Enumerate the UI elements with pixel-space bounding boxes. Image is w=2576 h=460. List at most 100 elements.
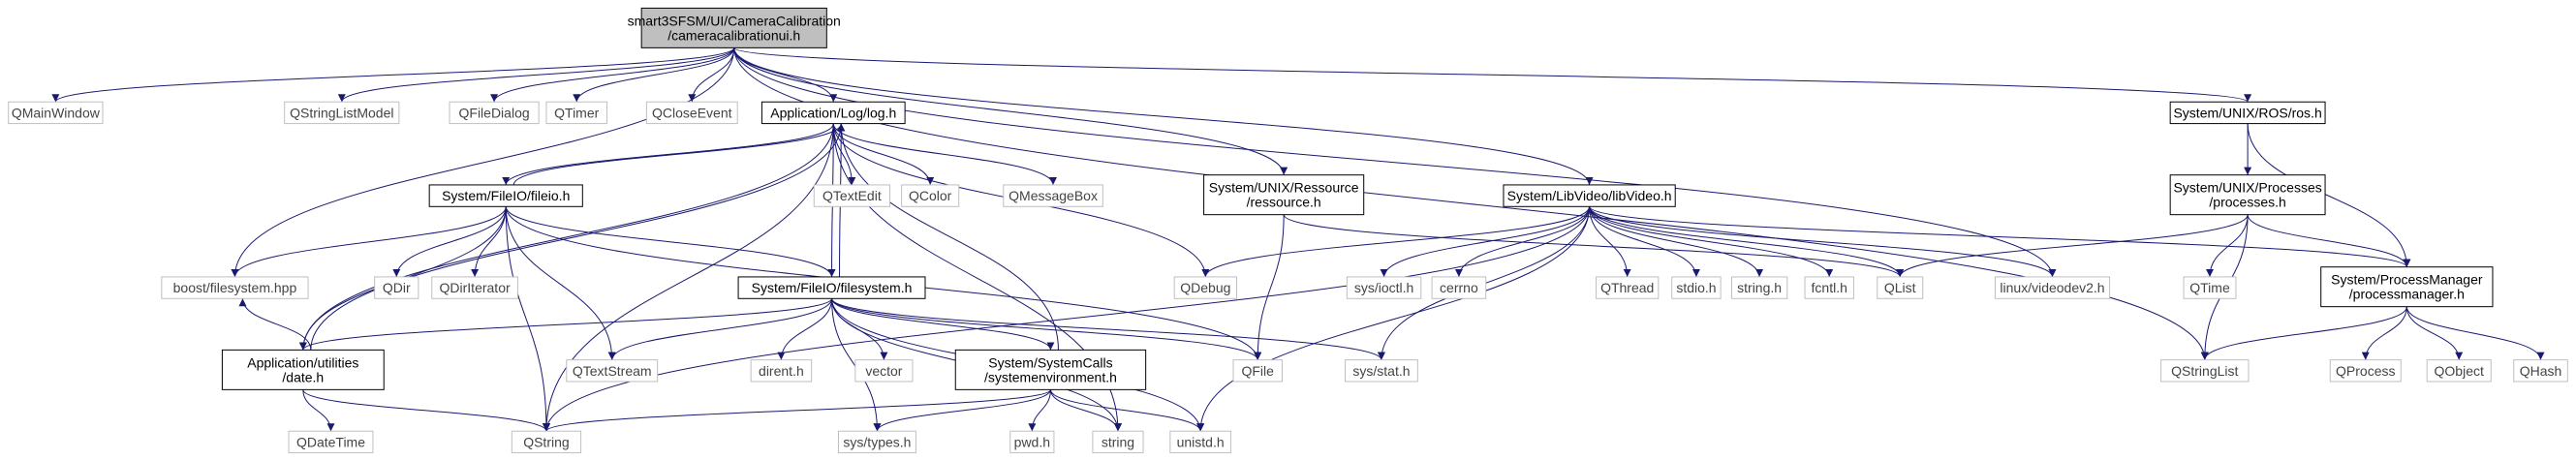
node-fcntl-h: fcntl.h xyxy=(1804,276,1854,299)
node-label: stdio.h xyxy=(1676,280,1716,295)
node-qdir: QDir xyxy=(374,276,419,299)
node-label: QCloseEvent xyxy=(652,105,732,120)
node-label: pwd.h xyxy=(1014,434,1050,449)
node-box xyxy=(511,430,582,454)
edge-processmanager-to-qobject xyxy=(2405,306,2464,360)
edge-log-to-fileio xyxy=(502,123,834,186)
node-box xyxy=(737,276,926,299)
node-system-fileio-filesystem-h[interactable]: System/FileIO/filesystem.h xyxy=(737,276,926,299)
node-qstring: QString xyxy=(511,430,582,454)
node-label: /ressource.h xyxy=(1247,195,1321,210)
node-label: QThread xyxy=(1600,280,1654,295)
node-qfiledialog: QFileDialog xyxy=(449,101,540,125)
node-label: System/FileIO/filesystem.h xyxy=(752,280,913,295)
node-box xyxy=(901,184,960,207)
node-box xyxy=(2169,101,2326,125)
node-box xyxy=(288,430,374,454)
edge-processmanager-to-qprocess xyxy=(2361,306,2407,360)
edge-libvideo-to-qstring xyxy=(543,206,1591,432)
node-box xyxy=(837,430,916,454)
edge-libvideo-to-sysioctl xyxy=(1380,206,1591,277)
node-label: Application/Log/log.h xyxy=(770,105,896,120)
node-label: sys/types.h xyxy=(843,434,911,449)
node-box xyxy=(760,101,906,125)
node-box xyxy=(221,349,385,390)
node-qdatetime: QDateTime xyxy=(288,430,374,454)
node-label: QFile xyxy=(1241,363,1274,379)
node-label: QMessageBox xyxy=(1009,188,1098,203)
edge-ros-to-processmanager xyxy=(2247,123,2411,267)
edge-syscalls-to-qstring xyxy=(543,388,1051,432)
edge-libvideo-to-processmanager xyxy=(1589,205,2411,268)
edge-root-to-qmainwindow xyxy=(51,46,735,103)
edge-filesystem-to-qfile xyxy=(831,298,1262,360)
node-box xyxy=(1730,276,1788,299)
edge-log-to-qcolor xyxy=(832,123,935,185)
node-label: boost/filesystem.hpp xyxy=(173,280,297,295)
edge-log-to-qmessagebox xyxy=(832,123,1058,186)
node-label: QObject xyxy=(2435,363,2484,379)
edge-filesystem-to-systypes xyxy=(831,298,882,432)
node-box xyxy=(1596,276,1660,299)
node-box xyxy=(2320,266,2494,308)
node-box xyxy=(1346,276,1422,299)
node-label: /systemenvironment.h xyxy=(984,369,1117,384)
node-system-libvideo-libvideo-h[interactable]: System/LibVideo/libVideo.h xyxy=(1503,184,1676,207)
edge-filesystem-to-qtextstream xyxy=(607,298,833,360)
node-qcloseevent: QCloseEvent xyxy=(645,101,738,125)
edge-utilities-to-boostfs xyxy=(238,298,312,351)
node-label: QDir xyxy=(383,280,411,295)
node-system-unix-processes-processes-h[interactable]: System/UNIX/Processes/processes.h xyxy=(2169,174,2326,216)
node-label: unistd.h xyxy=(1177,434,1225,449)
edge-fileio-to-boostfs xyxy=(231,206,507,278)
node-application-utilities-date-h[interactable]: Application/utilities/date.h xyxy=(221,349,385,390)
node-label: QDirIterator xyxy=(440,280,511,295)
node-sys-ioctl-h: sys/ioctl.h xyxy=(1346,276,1422,299)
node-box xyxy=(1804,276,1854,299)
edge-root-to-videodev2 xyxy=(733,47,2057,277)
edge-fileio-to-qdir xyxy=(392,206,507,277)
edge-syscalls-to-log xyxy=(837,123,1059,351)
edge-filesystem-to-syscalls xyxy=(831,298,1055,351)
node-label: System/FileIO/fileio.h xyxy=(442,188,570,203)
node-system-unix-ros-ros-h[interactable]: System/UNIX/ROS/ros.h xyxy=(2169,101,2326,125)
node-box xyxy=(1877,276,1924,299)
node-qfile: QFile xyxy=(1232,359,1283,383)
node-box xyxy=(1003,184,1103,207)
node-system-systemcalls-systemenvironment-h[interactable]: System/SystemCalls/systemenvironment.h xyxy=(954,349,1147,390)
node-system-unix-ressource-ressource-h[interactable]: System/UNIX/Ressource/ressource.h xyxy=(1203,174,1365,216)
node-box xyxy=(813,184,890,207)
node-qmessagebox: QMessageBox xyxy=(1003,184,1103,207)
node-box xyxy=(1345,359,1418,383)
node-smart3sfsm-ui-cameracalibration-cameracalibrationui-h[interactable]: smart3SFSM/UI/CameraCalibration/cameraca… xyxy=(628,7,841,48)
node-box xyxy=(1173,276,1237,299)
node-label: QStringListModel xyxy=(290,105,393,120)
node-label: string.h xyxy=(1737,280,1782,295)
node-box xyxy=(1503,184,1676,207)
node-label: dirent.h xyxy=(759,363,804,379)
edge-utilities-to-qdatetime xyxy=(302,389,335,432)
node-label: fcntl.h xyxy=(1812,280,1847,295)
edge-libvideo-to-cerrno xyxy=(1454,206,1591,277)
edge-libvideo-to-stringh xyxy=(1589,206,1764,277)
edge-libvideo-to-stdio xyxy=(1589,206,1700,277)
node-box xyxy=(449,101,540,125)
node-label: QFileDialog xyxy=(459,105,530,120)
edge-log-to-qstring xyxy=(542,123,834,432)
node-application-log-log-h[interactable]: Application/Log/log.h xyxy=(760,101,906,125)
node-box xyxy=(2513,359,2568,383)
edge-libvideo-to-unistd xyxy=(1196,206,1591,432)
node-linux-videodev2-h: linux/videodev2.h xyxy=(1994,276,2111,299)
node-system-fileio-fileio-h[interactable]: System/FileIO/fileio.h xyxy=(428,184,583,207)
node-label: linux/videodev2.h xyxy=(2000,280,2104,295)
node-system-processmanager-processmanager-h[interactable]: System/ProcessManager/processmanager.h xyxy=(2320,266,2494,308)
node-label: /date.h xyxy=(282,369,324,384)
node-unistd-h: unistd.h xyxy=(1169,430,1231,454)
edge-fileio-to-filesystem xyxy=(505,206,836,278)
node-qobject: QObject xyxy=(2426,359,2492,383)
edge-syscalls-to-systypes xyxy=(873,389,1051,432)
node-label: QList xyxy=(1884,280,1916,295)
node-box xyxy=(1994,276,2111,299)
node-box xyxy=(1203,174,1365,216)
